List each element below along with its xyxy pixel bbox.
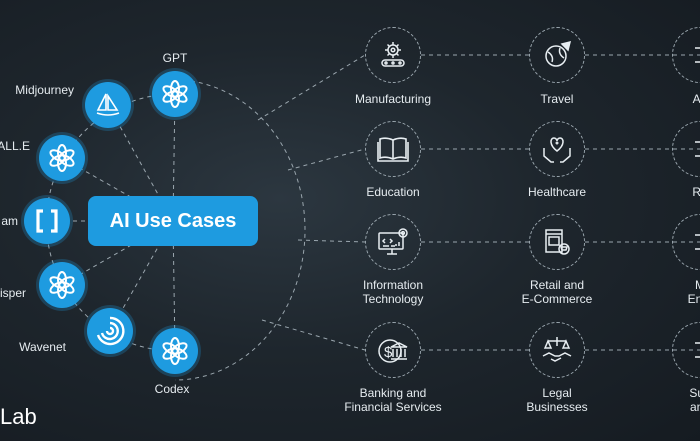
use-case-label: Re	[692, 185, 700, 199]
branch-line	[297, 239, 366, 243]
factory-gear-icon	[365, 27, 421, 83]
center-title-pill: AI Use Cases	[88, 196, 258, 246]
tool-label: Wavenet	[19, 340, 66, 354]
use-case-label: Supand	[689, 386, 700, 414]
monitor-gear-icon	[365, 214, 421, 270]
use-case-label: MEnte	[687, 278, 700, 306]
svg-text:$: $	[384, 344, 393, 361]
bank-gear-icon: $	[365, 322, 421, 378]
openai-icon	[152, 71, 198, 117]
openai-icon	[152, 328, 198, 374]
open-book-icon	[365, 121, 421, 177]
shop-cart-icon	[529, 214, 585, 270]
use-case-label: Healthcare	[527, 185, 587, 199]
brackets-icon	[24, 198, 70, 244]
logo-text: Lab	[0, 404, 37, 429]
brand-logo: Lab	[0, 404, 37, 430]
use-case-label: Au	[692, 92, 700, 106]
tool-label: am	[1, 214, 18, 228]
hub-arc	[174, 79, 306, 381]
tool-label: Codex	[154, 382, 190, 396]
globe-plane-icon	[529, 27, 585, 83]
scales-handshake-icon	[529, 322, 585, 378]
tool-label: isper	[0, 286, 26, 300]
use-case-label: Manufacturing	[354, 92, 432, 106]
openai-icon	[39, 262, 85, 308]
use-case-label: Travel	[540, 92, 574, 106]
branch-line	[261, 319, 366, 351]
center-title: AI Use Cases	[109, 209, 237, 232]
wavenet-swirl-icon	[87, 308, 133, 354]
use-case-label: Education	[366, 185, 420, 199]
tool-label: Midjourney	[15, 83, 74, 97]
heart-hands-icon	[529, 121, 585, 177]
spoke-line	[107, 104, 174, 222]
tool-label: ALL.E	[0, 139, 30, 153]
midjourney-sailboat-icon	[85, 82, 131, 128]
openai-icon	[39, 135, 85, 181]
spoke-line	[172, 220, 176, 352]
tool-label: GPT	[162, 51, 188, 65]
branch-line	[287, 148, 366, 171]
branch-line	[257, 54, 366, 121]
